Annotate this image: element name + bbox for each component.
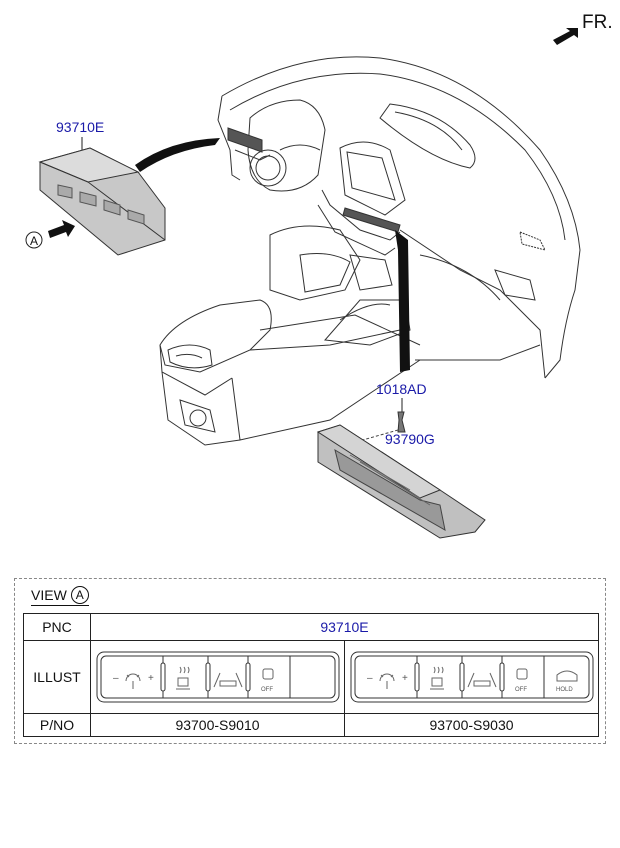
front-arrow-icon — [553, 28, 578, 45]
callout-93710E: 93710E — [56, 119, 104, 135]
switch-panel-illust-9010: – + OFF — [96, 651, 339, 703]
view-marker-circle: A — [70, 586, 89, 604]
heated-wheel-icon — [175, 666, 190, 690]
dimmer-minus-text: – — [367, 673, 373, 684]
dimmer-plus-text: + — [148, 673, 154, 684]
view-title-text: VIEW — [31, 587, 67, 603]
front-direction-indicator: FR. — [553, 12, 613, 45]
part-number-2: 93700-S9030 — [344, 713, 599, 737]
leader-arrow-console — [395, 230, 410, 372]
table-row-pno: P/NO 93700-S9010 93700-S9030 — [23, 713, 599, 737]
table-row-pnc: PNC 93710E — [23, 613, 599, 641]
switch-panel-93710E-part: 93710E A — [25, 119, 220, 256]
instrument-dimmer-icon — [125, 673, 140, 689]
pnc-value: 93710E — [90, 613, 599, 641]
dimmer-minus-text: – — [113, 673, 119, 684]
leader-arrow-dashboard — [135, 138, 220, 172]
parts-table: PNC 93710E ILLUST – + OFF — [23, 613, 599, 737]
callout-93790G: 93790G — [385, 431, 435, 447]
off-text-2: OFF — [515, 687, 527, 693]
view-a-marker: A — [30, 234, 38, 248]
illust-variant-2: – + OFF HOLD — [344, 640, 599, 714]
header-pnc: PNC — [23, 613, 91, 641]
callout-1018AD: 1018AD — [376, 381, 427, 397]
table-row-illust: ILLUST – + OFF — [23, 640, 599, 714]
instrument-dimmer-icon — [379, 673, 394, 689]
front-label: FR. — [582, 12, 613, 33]
switch-panel-illust-9030: – + OFF HOLD — [350, 651, 593, 703]
header-pno: P/NO — [23, 713, 91, 737]
parts-diagram: FR. — [25, 12, 613, 539]
heated-wheel-icon — [429, 666, 444, 690]
parking-off-icon: OFF — [515, 668, 527, 693]
dimmer-plus-text: + — [402, 673, 408, 684]
switch-panel-93790G-part: 93790G — [316, 230, 486, 539]
header-illust: ILLUST — [23, 640, 91, 714]
view-a-arrow-icon — [48, 220, 75, 238]
illust-variant-1: – + OFF — [90, 640, 345, 714]
hold-text: HOLD — [556, 687, 573, 693]
lane-assist-icon — [213, 672, 242, 688]
lane-assist-icon — [467, 672, 496, 688]
part-number-1: 93700-S9010 — [90, 713, 345, 737]
auto-hold-icon: HOLD — [556, 670, 577, 693]
off-text-1: OFF — [261, 687, 273, 693]
parking-off-icon: OFF — [261, 668, 273, 693]
dashboard-illustration — [159, 56, 581, 446]
